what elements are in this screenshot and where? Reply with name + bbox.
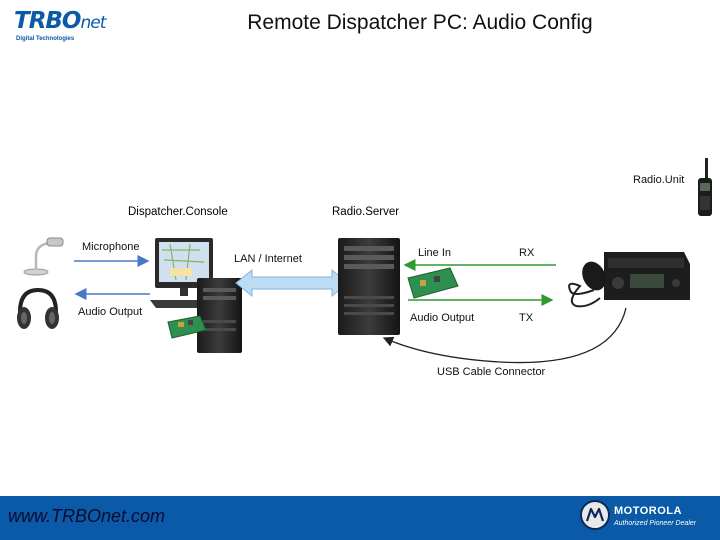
line-in-label: Line In bbox=[418, 247, 452, 259]
microphone-label: Microphone bbox=[82, 241, 140, 253]
page-title: Remote Dispatcher PC: Audio Config bbox=[247, 11, 593, 34]
monitor-icon bbox=[150, 238, 218, 308]
lan-internet-label: LAN / Internet bbox=[234, 253, 302, 265]
handset-microphone-icon bbox=[568, 261, 606, 308]
audio-config-diagram bbox=[17, 158, 712, 364]
tx-label: TX bbox=[519, 312, 534, 324]
audio-output-left-label: Audio Output bbox=[78, 306, 143, 318]
logo-brand-suffix: net bbox=[80, 13, 106, 33]
website-link[interactable]: www.TRBOnet.com bbox=[8, 506, 166, 526]
server-sound-card-icon bbox=[407, 267, 459, 299]
dispatcher-pc-tower-icon bbox=[197, 278, 242, 353]
sound-card-icon bbox=[167, 315, 207, 339]
lan-internet-arrow bbox=[235, 268, 349, 298]
motorola-logo-icon bbox=[580, 500, 610, 530]
motorola-dealer-tagline: Authorized Pioneer Dealer bbox=[614, 520, 697, 527]
usb-cable-arrow bbox=[382, 307, 627, 364]
logo-tagline: Digital Technologies bbox=[16, 36, 75, 42]
footer-bar: www.TRBOnet.com MOTOROLA Authorized Pion… bbox=[0, 496, 720, 540]
audio-output-right-label: Audio Output bbox=[410, 312, 475, 324]
headphones-icon bbox=[17, 287, 59, 329]
microphone-icon bbox=[23, 237, 64, 276]
rx-label: RX bbox=[519, 247, 535, 259]
trbonet-logo: TRBOnet Digital Technologies bbox=[14, 8, 114, 44]
handheld-radio-icon bbox=[698, 158, 712, 216]
logo-brand: TRBOnet bbox=[14, 8, 106, 36]
mobile-radio-icon bbox=[604, 252, 690, 300]
dispatcher-console-label: Dispatcher.Console bbox=[128, 206, 228, 218]
radio-server-label: Radio.Server bbox=[332, 206, 400, 218]
logo-brand-main: TRBO bbox=[14, 8, 81, 34]
motorola-wordmark: MOTOROLA bbox=[614, 505, 682, 517]
usb-cable-label: USB Cable Connector bbox=[437, 366, 546, 378]
radio-server-tower-icon bbox=[338, 238, 400, 335]
radio-unit-label: Radio.Unit bbox=[633, 174, 685, 186]
